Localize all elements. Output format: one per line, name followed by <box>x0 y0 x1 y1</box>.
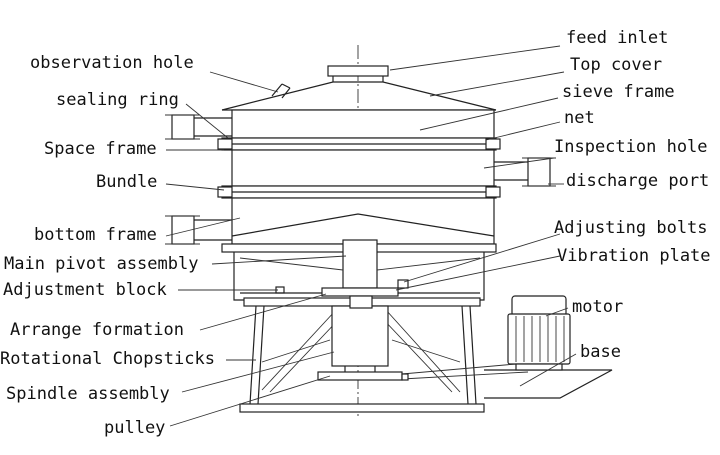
feed-inlet-flange <box>327 65 389 77</box>
bottom-frame <box>231 197 495 245</box>
leader-inspection-hole <box>483 157 555 169</box>
label-bottom-frame: bottom frame <box>34 225 157 245</box>
label-bundle: Bundle <box>96 172 158 192</box>
label-arrange-formation: Arrange formation <box>10 320 184 340</box>
leader-net <box>485 121 561 141</box>
leader-sealing-ring <box>185 103 229 139</box>
label-spindle-assembly: Spindle assembly <box>6 384 170 404</box>
label-base: base <box>580 342 621 362</box>
label-discharge-port: discharge port <box>566 171 710 191</box>
label-observation-hole: observation hole <box>30 53 194 73</box>
upper-sieve-frame <box>231 109 495 139</box>
motor-base <box>484 369 613 399</box>
label-sealing-ring: sealing ring <box>56 90 179 110</box>
label-rotational-chopsticks: Rotational Chopsticks <box>0 349 215 369</box>
motor-body <box>507 313 571 365</box>
leader-bundle <box>165 183 225 191</box>
spindle-housing <box>331 305 389 367</box>
label-inspection-hole: Inspection hole <box>554 137 708 157</box>
leader-main-pivot <box>211 255 347 265</box>
top-cover <box>221 81 497 111</box>
leader-arrange-formation <box>199 293 327 331</box>
pulley <box>317 371 403 381</box>
label-adjusting-bolts: Adjusting bolts <box>554 218 708 238</box>
leader-motor <box>545 307 569 317</box>
label-top-cover: Top cover <box>570 55 663 75</box>
label-vibration-plate: Vibration plate <box>557 246 711 266</box>
leader-spindle-assembly <box>181 351 335 393</box>
leader-top-cover <box>429 71 565 97</box>
base-platform <box>239 403 485 413</box>
leader-pulley <box>169 375 331 427</box>
leader-observation-hole <box>209 71 279 93</box>
leader-bottom-frame <box>165 217 241 237</box>
main-pivot <box>342 239 378 289</box>
discharge-port-box <box>527 157 551 187</box>
label-sieve-frame: sieve frame <box>562 82 675 102</box>
label-adjustment-block: Adjustment block <box>3 280 167 300</box>
vibration-plate <box>321 287 399 297</box>
leader-base <box>519 353 577 387</box>
label-net: net <box>564 108 595 128</box>
bottom-frame-cone <box>231 213 495 237</box>
leader-sieve-frame <box>419 97 559 131</box>
leader-feed-inlet <box>389 45 561 71</box>
observation-hole <box>271 83 283 97</box>
label-feed-inlet: feed inlet <box>566 28 669 48</box>
motor-head <box>511 295 567 317</box>
label-motor: motor <box>572 297 624 317</box>
middle-sieve-frame <box>231 149 495 187</box>
leader-vibration-plate <box>395 255 561 291</box>
label-pulley: pulley <box>104 418 166 438</box>
label-main-pivot-assembly: Main pivot assembly <box>4 254 199 274</box>
leader-adjusting-bolts <box>403 233 561 283</box>
label-space-frame: Space frame <box>44 139 157 159</box>
sealing-ring-box <box>171 114 195 140</box>
